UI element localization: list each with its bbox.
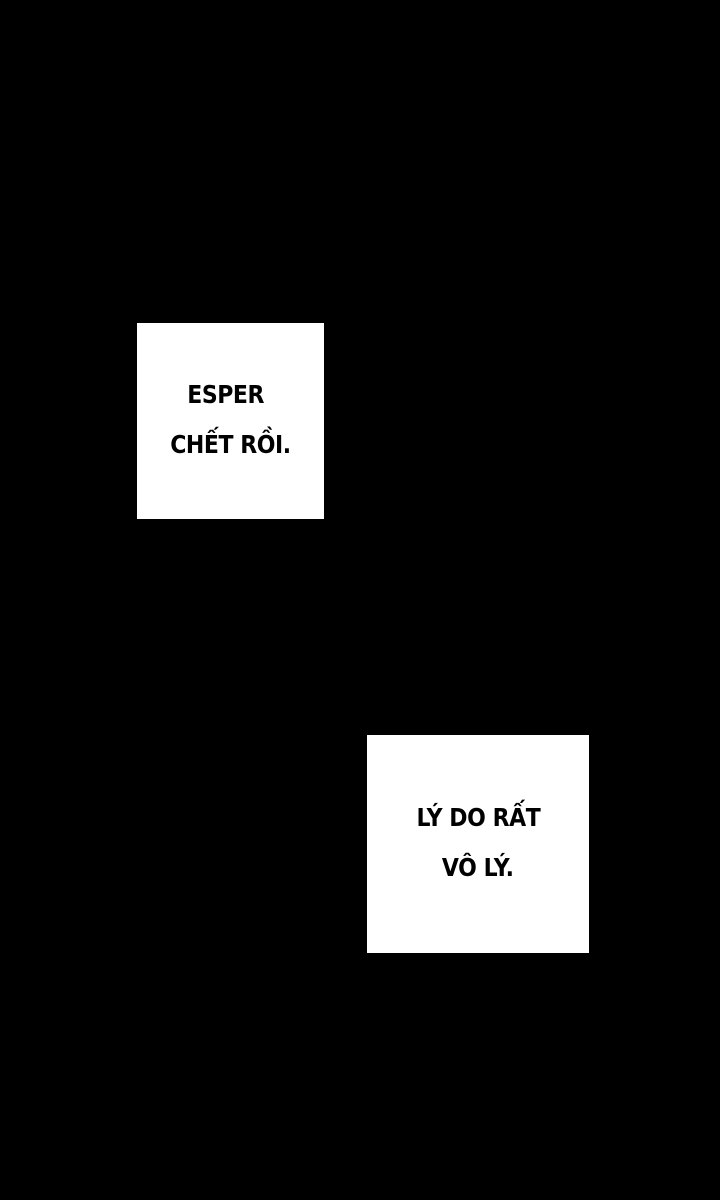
caption-line: CHẾT RỒI. — [170, 430, 291, 459]
caption-line: LÝ DO RẤT — [416, 803, 540, 832]
caption-box-absurd-reason: LÝ DO RẤT VÔ LÝ. — [367, 735, 589, 953]
caption-text-block: ESPER CHẾT RỒI. — [162, 370, 299, 470]
caption-line: VÔ LÝ. — [442, 853, 514, 882]
caption-line: ESPER — [187, 380, 264, 409]
caption-text-block: LÝ DO RẤT VÔ LÝ. — [408, 793, 549, 893]
caption-box-esper-dead: ESPER CHẾT RỒI. — [137, 323, 324, 519]
